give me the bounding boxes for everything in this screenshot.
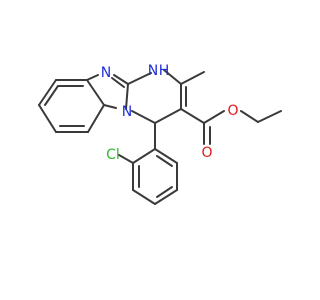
- bond: [87, 104, 105, 133]
- bond: [103, 104, 117, 109]
- bond: [86, 74, 99, 81]
- atom-nh-nitrogen: N: [148, 63, 158, 79]
- bond: [118, 154, 134, 164]
- bond: [203, 110, 225, 124]
- bond: [154, 108, 182, 124]
- bond: [156, 155, 173, 167]
- atom-n-lower: N: [122, 104, 132, 120]
- bond: [180, 71, 205, 85]
- atom-n-upper: N: [101, 65, 111, 81]
- atom-nh-hydrogen: H: [159, 63, 170, 79]
- bond: [86, 79, 105, 106]
- bond: [125, 83, 129, 110]
- bond: [113, 74, 129, 85]
- bond: [127, 72, 152, 85]
- atom-o-ester: O: [227, 103, 238, 119]
- bond: [154, 148, 178, 164]
- bond: [156, 186, 173, 198]
- bond: [240, 110, 259, 123]
- structure-canvas: N N H N Cl O O: [38, 63, 282, 205]
- bond: [111, 77, 125, 88]
- bond: [38, 104, 57, 133]
- bond: [132, 148, 156, 164]
- bond: [132, 189, 156, 205]
- bond: [180, 108, 205, 124]
- atom-chlorine: Cl: [106, 147, 120, 163]
- bonds: [38, 69, 282, 205]
- bond: [131, 110, 156, 124]
- atom-o-carbonyl: O: [201, 145, 212, 161]
- bond: [154, 189, 178, 205]
- bond: [38, 79, 57, 106]
- bond: [163, 69, 182, 85]
- bond: [257, 110, 282, 123]
- bond: [44, 85, 59, 106]
- molecule-structure: N N H N Cl O O: [38, 63, 282, 205]
